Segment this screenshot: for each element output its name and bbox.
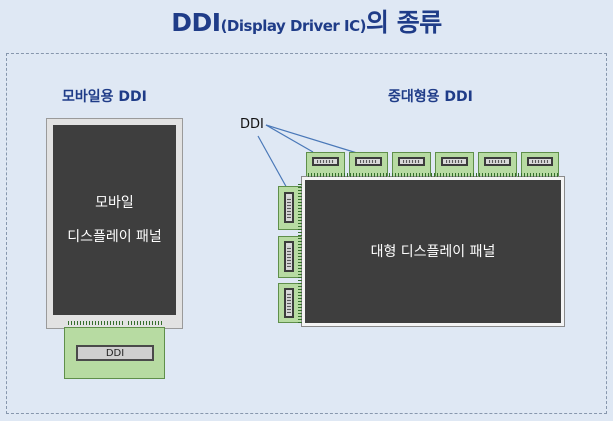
mobile-connector-pins-left (68, 321, 124, 325)
large-display-panel: 대형 디스플레이 패널 (305, 180, 561, 323)
mobile-screen-line2: 디스플레이 패널 (67, 229, 162, 245)
mobile-connector-pins-right (128, 321, 162, 325)
large-ddi-chip-left (284, 288, 294, 318)
large-panel-pins-top (308, 173, 558, 177)
large-ddi-chip-top (355, 157, 382, 166)
large-ddi-chip-top (398, 157, 425, 166)
callout-arrow-2 (265, 124, 358, 154)
callout-arrow-1 (265, 124, 314, 153)
title-suffix: 의 종류 (366, 8, 442, 37)
ddi-callout-label: DDI (240, 117, 264, 132)
large-heading: 중대형용 DDI (388, 89, 473, 105)
title-main: DDI (171, 8, 221, 37)
large-panel-pins-left (298, 183, 302, 323)
large-ddi-chip-top (527, 157, 553, 166)
large-ddi-chip-left (284, 192, 294, 223)
mobile-screen-line1: 모바일 (95, 195, 134, 211)
mobile-heading: 모바일용 DDI (62, 89, 147, 105)
title-paren: (Display Driver IC) (220, 17, 367, 35)
large-ddi-chip-top (484, 157, 511, 166)
callout-arrow-3 (257, 135, 289, 191)
large-ddi-chip-top (441, 157, 468, 166)
page-title: DDI(Display Driver IC)의 종류 (0, 3, 613, 39)
mobile-display-panel: 모바일 디스플레이 패널 (53, 125, 176, 315)
mobile-ddi-chip: DDI (76, 345, 154, 361)
large-ddi-chip-top (312, 157, 339, 166)
diagram-frame (6, 53, 607, 414)
mobile-ddi-chip-label: DDI (105, 347, 125, 359)
large-ddi-chip-left (284, 241, 294, 272)
large-screen-text: 대형 디스플레이 패널 (370, 243, 496, 260)
